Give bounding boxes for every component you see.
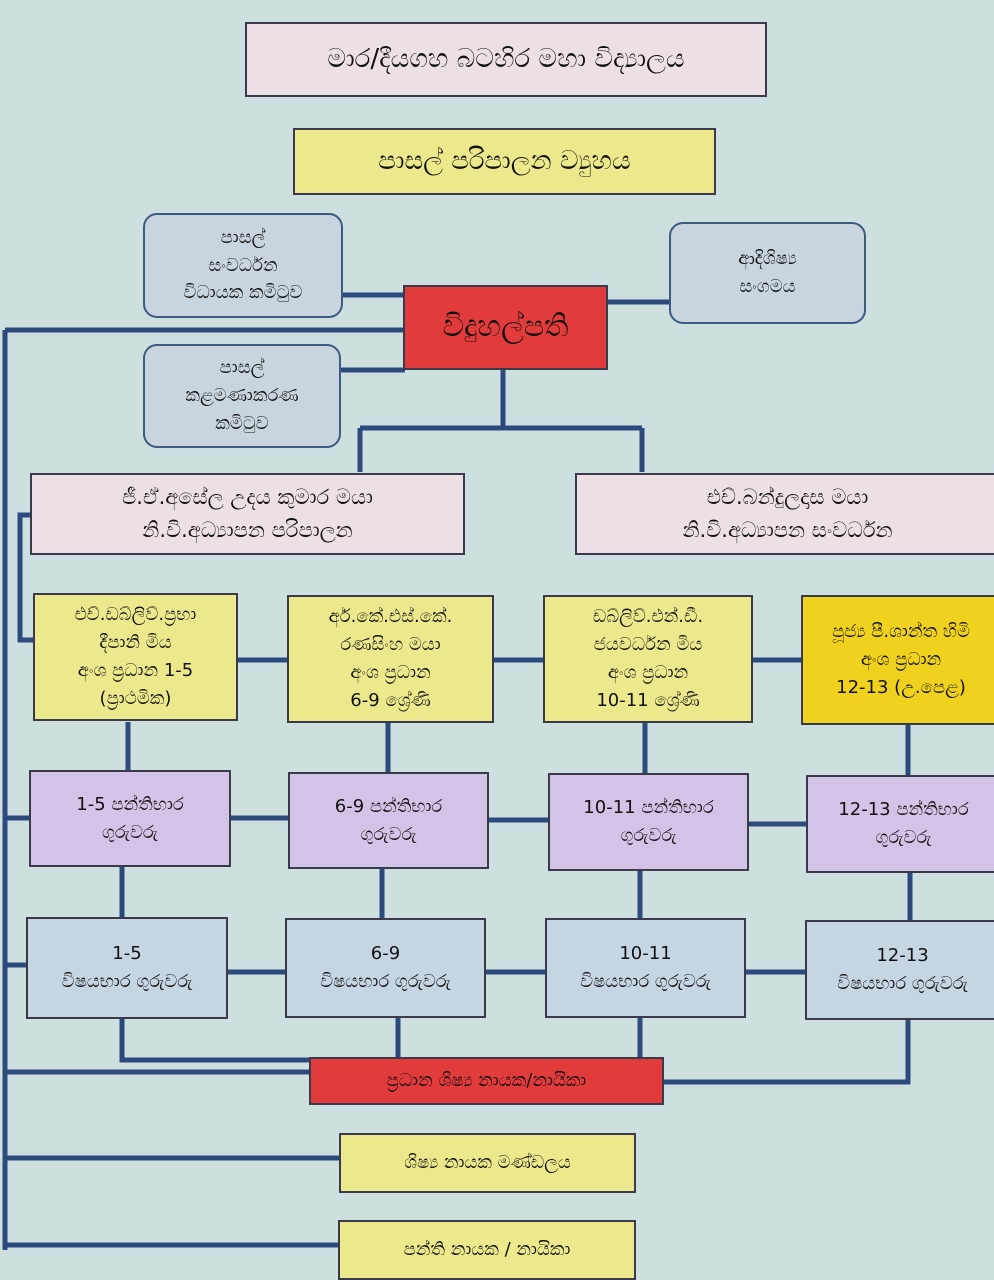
line: ඩබ්ලිව්.එන්.ඩී. xyxy=(592,606,704,628)
chart-title: පාසල් පරිපාලන ව්‍යුහය xyxy=(293,128,716,195)
line: 12-13 xyxy=(876,945,929,967)
deputy-role: නි.වි.අධ්‍යාපන පරිපාලන xyxy=(142,518,353,542)
line: විෂයභාර ගුරුවරු xyxy=(61,971,193,992)
line: ගුරුවරු xyxy=(360,823,417,845)
chart-title-text: පාසල් පරිපාලන ව්‍යුහය xyxy=(378,146,631,177)
line: අංශ ප්‍රධාන xyxy=(860,649,942,671)
line: ගුරුවරු xyxy=(875,827,932,848)
line: පාසල් xyxy=(220,226,266,248)
line: 10-11 පන්තිභාර xyxy=(583,797,714,819)
line: 6-9 ශ්‍රේණි xyxy=(350,689,431,711)
deputy-name: එච්.බන්දුලදාස මයා xyxy=(706,485,869,510)
line: සංවර්ධන xyxy=(208,254,278,276)
school-name-text: මාර/දීයගහ බටහිර මහා විද්‍යාලය xyxy=(327,44,685,75)
deputy-principal-development: එච්.බන්දුලදාස මයා නි.වි.අධ්‍යාපන සංවර්ධන xyxy=(575,473,994,555)
line: කළමණාකරණ xyxy=(185,385,299,407)
development-committee: පාසල් සංවර්ධන විධායක කමිටුව xyxy=(143,213,343,318)
line: 6-9 xyxy=(370,943,401,965)
alumni-association: ආදිශිෂ්‍ය සංගමය xyxy=(669,222,866,324)
prefect-board-text: ශිෂ්‍ය නායක මණ්ඩලය xyxy=(404,1152,571,1174)
line: අංශ ප්‍රධාන xyxy=(350,662,431,683)
line: කමිටුව xyxy=(215,412,269,434)
management-committee: පාසල් කළමණාකරණ කමිටුව xyxy=(143,344,341,448)
line: 12-13 පන්තිභාර xyxy=(838,799,969,821)
section-head-6-9: අර්.කේ.එස්.කේ. රණසිංහ මයා අංශ ප්‍රධාන 6-9 ශ… xyxy=(287,595,494,723)
class-teachers-10-11: 10-11 පන්තිභාර ගුරුවරු xyxy=(548,773,749,871)
line: (ප්‍රාථමික) xyxy=(99,687,172,709)
line: 10-11 ශ්‍රේණි xyxy=(596,689,700,711)
line: ගුරුවරු xyxy=(102,821,158,843)
subject-teachers-1-5: 1-5 විෂයභාර ගුරුවරු xyxy=(26,917,228,1019)
line: 1-5 පන්තිභාර xyxy=(76,793,184,815)
class-monitors: පන්ති නායක / නායිකා xyxy=(338,1220,636,1280)
head-prefect: ප්‍රධාන ශිෂ්‍ය නායක/නායිකා xyxy=(309,1057,664,1105)
subject-teachers-12-13: 12-13 විෂයභාර ගුරුවරු xyxy=(805,920,994,1020)
prefect-board: ශිෂ්‍ය නායක මණ්ඩලය xyxy=(339,1133,636,1193)
section-head-12-13: පූජ්‍ය පී.ශාන්ත හිමි අංශ ප්‍රධාන 12-13 (උ.… xyxy=(801,595,994,725)
line: විෂයභාර ගුරුවරු xyxy=(837,973,968,994)
line: රණසිංහ මයා xyxy=(340,634,441,656)
line: අංශ ප්‍රධාන 1-5 xyxy=(77,660,194,681)
subject-teachers-6-9: 6-9 විෂයභාර ගුරුවරු xyxy=(285,918,486,1018)
class-teachers-12-13: 12-13 පන්තිභාර ගුරුවරු xyxy=(806,775,994,873)
line: සංගමය xyxy=(739,276,796,297)
line: විෂයභාර ගුරුවරු xyxy=(580,971,711,992)
line: ආදිශිෂ්‍ය xyxy=(738,248,797,270)
line: විෂයභාර ගුරුවරු xyxy=(320,971,451,992)
deputy-principal-admin: ජී.ඒ.අසේල උදය කුමාර මයා නි.වි.අධ්‍යාපන පර… xyxy=(30,473,465,555)
line: එච්.ඩබ්ලිව්.ප්‍රභා xyxy=(74,604,197,626)
line: ජයවර්ධන මිය xyxy=(593,634,703,656)
line: පාසල් xyxy=(219,357,265,379)
subject-teachers-10-11: 10-11 විෂයභාර ගුරුවරු xyxy=(545,918,746,1018)
line: පූජ්‍ය පී.ශාන්ත හිමි xyxy=(832,621,970,643)
line: දීපානි මිය xyxy=(99,632,172,654)
school-name: මාර/දීයගහ බටහිර මහා විද්‍යාලය xyxy=(245,22,767,97)
line: 10-11 xyxy=(619,943,672,965)
line: ගුරුවරු xyxy=(620,825,677,846)
class-monitors-text: පන්ති නායක / නායිකා xyxy=(403,1239,571,1261)
principal-text: විදුහල්පති xyxy=(442,309,569,345)
head-prefect-text: ප්‍රධාන ශිෂ්‍ය නායක/නායිකා xyxy=(386,1070,587,1092)
line: අංශ ප්‍රධාන xyxy=(607,662,689,683)
line: 6-9 පන්තිභාර xyxy=(334,795,443,817)
section-head-10-11: ඩබ්ලිව්.එන්.ඩී. ජයවර්ධන මිය අංශ ප්‍රධාන 10-… xyxy=(543,595,753,723)
deputy-name: ජී.ඒ.අසේල උදය කුමාර මයා xyxy=(122,485,373,510)
line: විධායක කමිටුව xyxy=(183,282,303,304)
deputy-role: නි.වි.අධ්‍යාපන සංවර්ධන xyxy=(682,518,893,542)
section-head-1-5: එච්.ඩබ්ලිව්.ප්‍රභා දීපානි මිය අංශ ප්‍රධාන … xyxy=(33,593,238,721)
line: අර්.කේ.එස්.කේ. xyxy=(328,606,453,628)
class-teachers-6-9: 6-9 පන්තිභාර ගුරුවරු xyxy=(288,772,489,869)
principal: විදුහල්පති xyxy=(403,285,608,370)
line: 1-5 xyxy=(112,943,142,965)
class-teachers-1-5: 1-5 පන්තිභාර ගුරුවරු xyxy=(29,770,231,867)
line: 12-13 (උ.පෙළ) xyxy=(836,676,966,698)
